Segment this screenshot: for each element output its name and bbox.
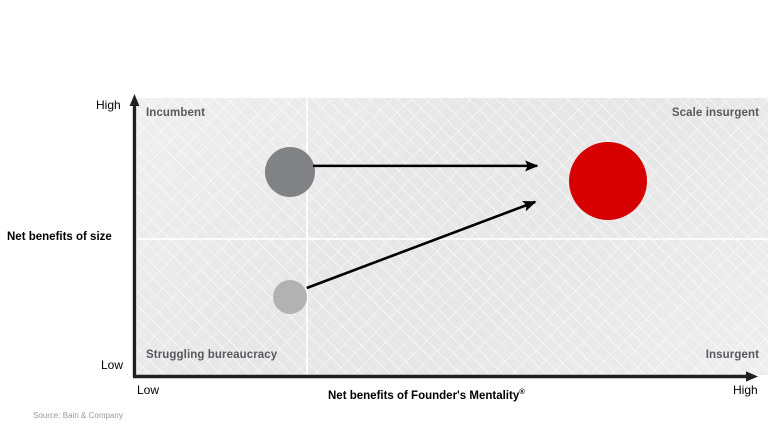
plot-area: Incumbent Scale insurgent Struggling bur… [137, 98, 768, 375]
x-axis-tick-low: Low [137, 383, 160, 397]
source-note: Source: Bain & Company [33, 411, 123, 420]
y-axis-title: Net benefits of size [7, 231, 112, 243]
insurgent-bubble [273, 279, 308, 314]
insurgent-to-scale-insurgent-arrow [306, 200, 537, 290]
quadrant-label-scale-insurgent: Scale insurgent [671, 107, 759, 119]
quadrant-label-incumbent: Incumbent [146, 107, 206, 119]
x-axis-tick-high: High [733, 383, 758, 397]
incumbent-bubble [265, 146, 316, 197]
arrow-layer [306, 160, 539, 290]
y-axis-tick-low: Low [101, 358, 124, 372]
quadrant-label-insurgent: Insurgent [705, 349, 759, 361]
registered-trademark-icon: ® [519, 387, 525, 396]
quadrant-divider-vertical [306, 98, 309, 375]
x-axis-title: Net benefits of Founder's Mentality® [328, 387, 525, 402]
quadrant-divider-horizontal [137, 238, 768, 241]
y-axis-tick-high: High [96, 98, 121, 112]
quadrant-label-struggling-bureaucracy: Struggling bureaucracy [146, 349, 278, 361]
x-axis-title-text: Net benefits of Founder's Mentality [328, 389, 520, 402]
scale-insurgent-bubble [568, 142, 647, 221]
